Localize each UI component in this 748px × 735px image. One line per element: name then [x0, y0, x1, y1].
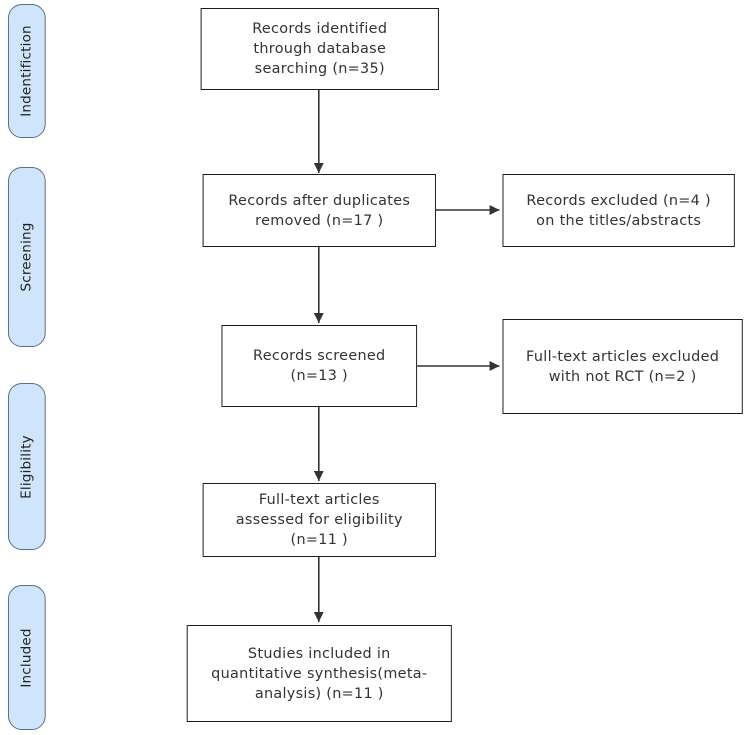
- box-studies-included: Studies included in quantitative synthes…: [186, 625, 452, 722]
- box-fulltext-assessed: Full-text articles assessed for eligibil…: [202, 483, 436, 557]
- box-records-identified: Records identified through database sear…: [200, 8, 439, 90]
- box-records-excluded-titles-text: Records excluded (n=4 ) on the titles/ab…: [526, 192, 711, 229]
- box-records-after-duplicates: Records after duplicates removed (n=17 ): [202, 174, 436, 247]
- box-records-screened-text: Records screened (n=13 ): [253, 348, 386, 384]
- phase-label-eligibility: Eligibility: [7, 383, 46, 550]
- phase-label-included: Included: [7, 585, 46, 730]
- box-records-after-duplicates-text: Records after duplicates removed (n=17 ): [228, 192, 411, 229]
- prisma-flow-diagram: Indentifiction Screening Eligibility Inc…: [4, 0, 747, 735]
- box-studies-included-text: Studies included in quantitative synthes…: [211, 645, 428, 702]
- box-records-screened: Records screened (n=13 ): [221, 325, 418, 407]
- box-records-excluded-titles: Records excluded (n=4 ) on the titles/ab…: [502, 174, 735, 247]
- phase-label-identification: Indentifiction: [7, 4, 46, 138]
- connector-arrows: [313, 90, 500, 622]
- phase-label-screening: Screening: [7, 167, 46, 347]
- box-fulltext-assessed-text: Full-text articles assessed for eligibil…: [235, 492, 403, 548]
- box-fulltext-excluded-text: Full-text articles excluded with not RCT…: [526, 348, 720, 385]
- box-records-identified-text: Records identified through database sear…: [252, 21, 388, 77]
- box-fulltext-excluded: Full-text articles excluded with not RCT…: [502, 319, 743, 414]
